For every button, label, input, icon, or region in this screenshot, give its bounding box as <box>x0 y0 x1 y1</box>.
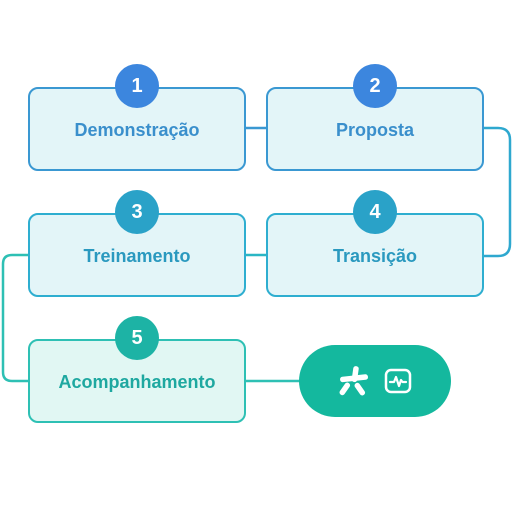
step-1-label: Demonstração <box>74 119 200 140</box>
heartbeat-monitor-icon <box>383 366 413 396</box>
asterisk-logo-icon <box>337 364 371 398</box>
step-1-badge: 1 <box>115 64 159 108</box>
step-1-number: 1 <box>131 74 143 97</box>
step-5-badge: 5 <box>115 316 159 360</box>
step-4-badge: 4 <box>353 190 397 234</box>
step-2-number: 2 <box>369 74 381 97</box>
step-4-number: 4 <box>369 200 381 223</box>
step-4-label: Transição <box>332 245 418 266</box>
step-5-number: 5 <box>131 326 143 349</box>
step-2-label: Proposta <box>335 119 414 140</box>
step-3-label: Treinamento <box>83 245 191 266</box>
step-2-badge: 2 <box>353 64 397 108</box>
end-pill <box>299 345 451 417</box>
step-3-number: 3 <box>131 200 143 223</box>
step-3-badge: 3 <box>115 190 159 234</box>
step-5-label: Acompanhamento <box>58 371 216 392</box>
